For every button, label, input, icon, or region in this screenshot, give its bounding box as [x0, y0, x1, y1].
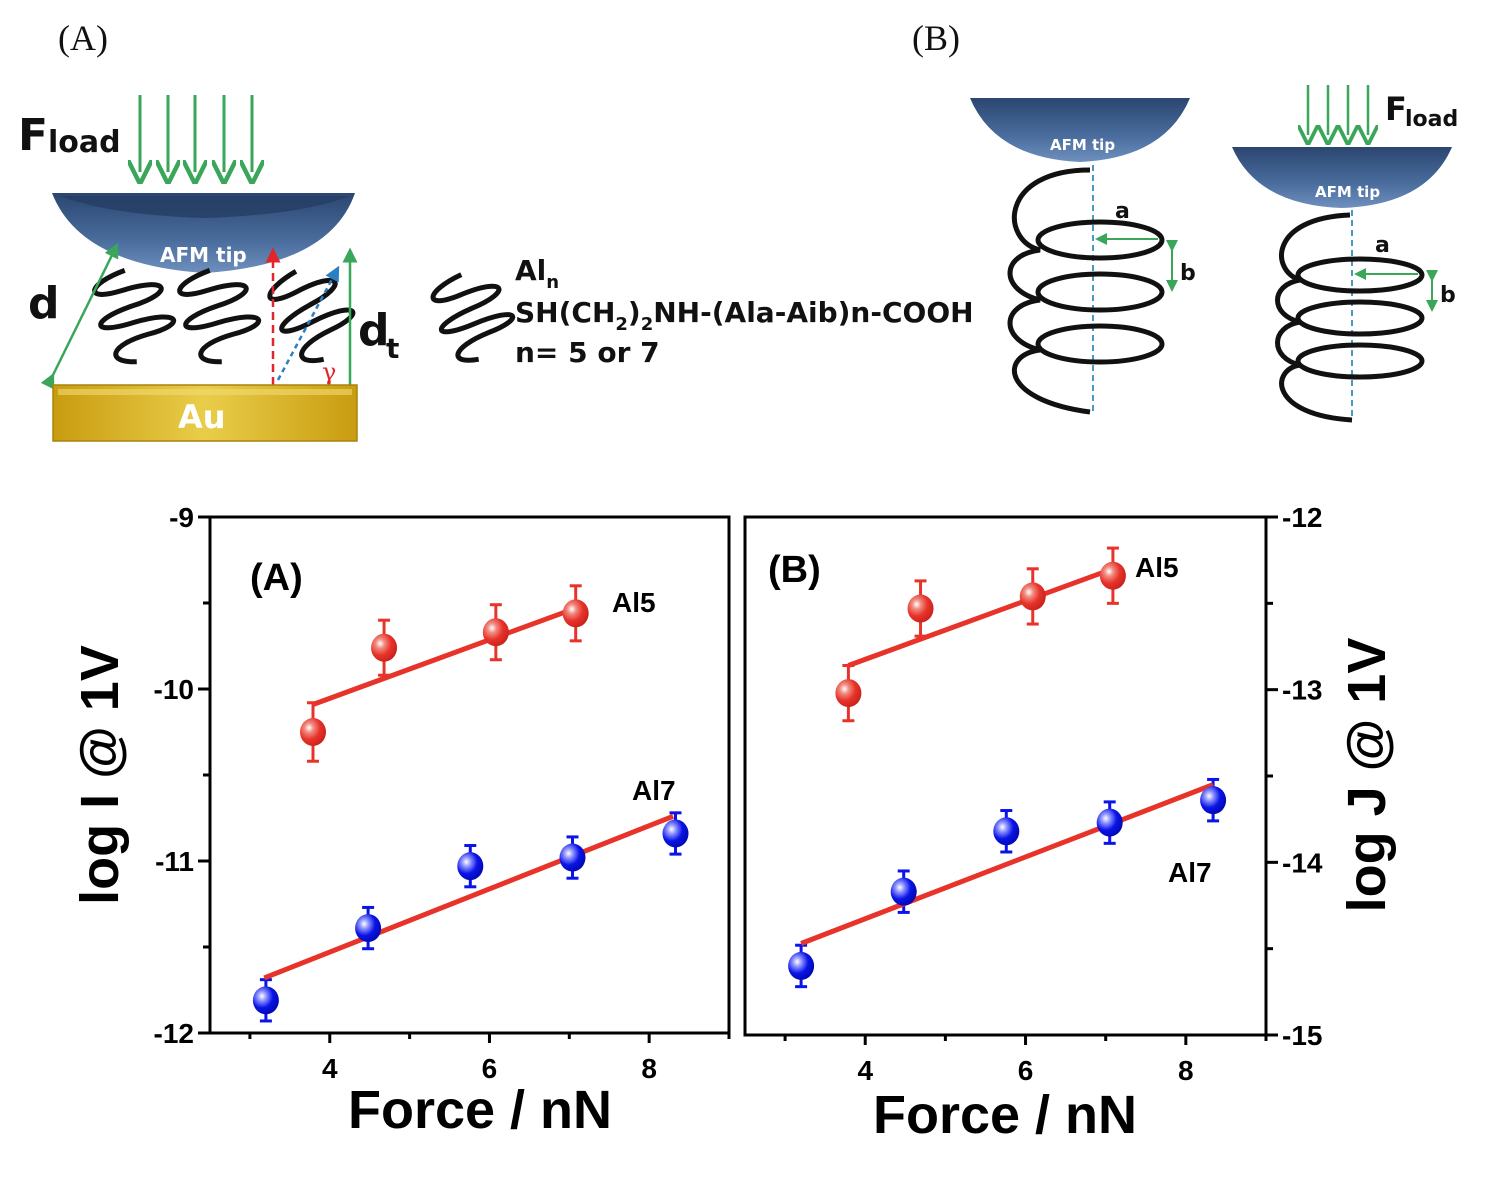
series-label: Al5 [1135, 552, 1179, 583]
data-point [993, 817, 1020, 846]
dt-main: d [358, 305, 390, 356]
data-point [252, 986, 279, 1015]
y-tick-label: -13 [1282, 675, 1322, 706]
x-tick-label: 4 [322, 1053, 338, 1084]
schematic-a: (A) F load AFM tip [18, 18, 974, 442]
fit-line [800, 782, 1214, 946]
dt-label: d t [358, 305, 399, 365]
f-load-main: F [1385, 90, 1407, 128]
x-tick-label: 8 [1178, 1055, 1194, 1086]
d-arrow [40, 242, 119, 390]
afm-tip-b2: AFM tip [1232, 147, 1452, 208]
plot-frame [743, 515, 1268, 1037]
afm-tip-a: AFM tip [52, 193, 355, 273]
data-point [457, 852, 484, 881]
dt-sub: t [386, 332, 399, 365]
x-axis-title: Force / nN [348, 1080, 612, 1140]
panel-tag: (B) [768, 549, 821, 591]
data-point [371, 633, 398, 662]
data-point [562, 599, 589, 628]
legend-name: Aln [515, 254, 559, 293]
a-label: a [1375, 233, 1390, 258]
panel-tag: (A) [250, 557, 303, 599]
y-tick-label: -11 [155, 846, 194, 877]
n-values: n= 5 or 7 [515, 336, 660, 369]
x-tick-label: 8 [641, 1053, 657, 1084]
data-point [1096, 808, 1123, 837]
afm-tip-label: AFM tip [160, 243, 247, 267]
afm-tip-b1: AFM tip [970, 98, 1190, 162]
f-load-sub: load [1405, 107, 1458, 132]
x-axis-title: Force / nN [873, 1085, 1137, 1145]
y-tick-label: -12 [154, 1018, 194, 1049]
series-label: Al7 [632, 775, 676, 806]
x-tick-label: 4 [857, 1055, 873, 1086]
series-label: Al7 [1168, 857, 1212, 888]
data-point [890, 877, 917, 906]
fit-line [263, 813, 675, 981]
f-load-label-a: F load [18, 110, 121, 161]
helix-icon [430, 272, 516, 363]
b-label: b [1440, 283, 1456, 308]
a-label: a [1115, 199, 1130, 224]
y-tick-label: -14 [1282, 847, 1323, 878]
gamma-label: γ [322, 358, 336, 386]
series-al5: Al5 [300, 584, 656, 763]
tilt-axis-arrow [276, 265, 340, 381]
load-arrows-b [1308, 85, 1368, 135]
y-axis-title: log I @ 1V [70, 645, 130, 905]
series-label: Al5 [612, 587, 656, 618]
schematic-b-label: (B) [912, 18, 960, 58]
helix-icon [1007, 167, 1165, 415]
f-load-label-b: F load [1385, 90, 1458, 132]
y-tick-label: -15 [1282, 1020, 1322, 1051]
au-label: Au [178, 398, 226, 436]
data-point [559, 843, 586, 872]
data-point [300, 718, 327, 746]
y-axis-title: log J @ 1V [1337, 638, 1397, 913]
load-arrows-a [140, 95, 252, 172]
series-al5: Al5 [835, 546, 1179, 723]
fit-line [312, 605, 577, 707]
helices-a [92, 267, 356, 365]
data-point [788, 951, 815, 980]
x-tick-label: 6 [482, 1053, 498, 1084]
data-point [355, 914, 382, 943]
helix-icon [267, 269, 356, 363]
helix-icon [1275, 212, 1425, 423]
helix-icon [177, 267, 262, 365]
data-point [835, 679, 862, 708]
series-al7: Al7 [252, 775, 689, 1023]
data-point [1200, 786, 1227, 815]
afm-tip-label: AFM tip [1050, 136, 1115, 154]
y-tick-label: -12 [1282, 502, 1322, 533]
f-load-sub: load [48, 125, 121, 160]
d-label: d [28, 278, 60, 329]
schematic-a-label: (A) [58, 18, 108, 58]
series-al7: Al7 [788, 777, 1227, 989]
data-point [1019, 582, 1046, 611]
schematic-b: (B) AFM tip a b F load AFM tip [912, 18, 1458, 423]
data-point [662, 819, 689, 848]
y-tick-label: -9 [169, 502, 194, 533]
data-point [482, 618, 509, 647]
f-load-main: F [18, 110, 48, 161]
au-substrate: Au [52, 384, 358, 442]
x-tick-label: 6 [1018, 1055, 1034, 1086]
afm-tip-label: AFM tip [1315, 183, 1380, 201]
formula: SH(CH2)2NH-(Ala-Aib)n-COOH [515, 296, 974, 335]
data-point [1099, 561, 1126, 590]
molecule-legend: Aln SH(CH2)2NH-(Ala-Aib)n-COOH n= 5 or 7 [430, 254, 974, 369]
fit-line [847, 566, 1114, 668]
data-point [907, 594, 934, 623]
y-tick-label: -10 [154, 674, 194, 705]
b-label: b [1180, 261, 1196, 286]
